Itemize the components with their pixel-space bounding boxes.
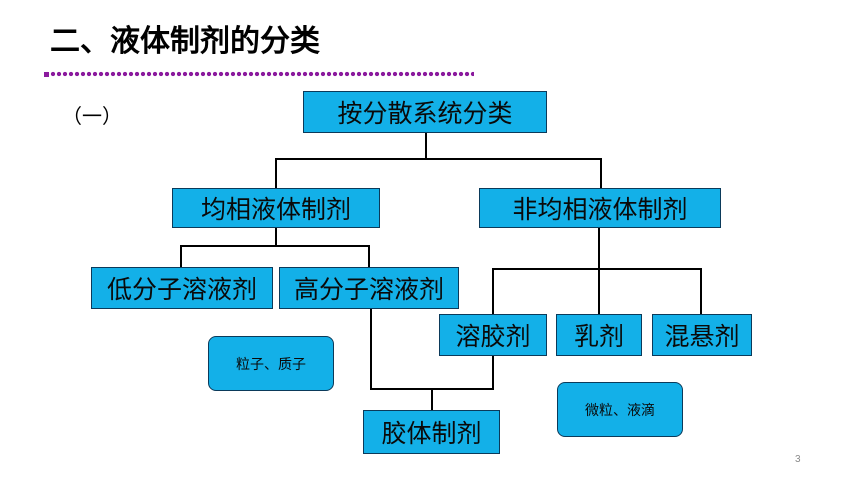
connector-to-homogeneous (275, 158, 277, 188)
connector-sol-down (492, 354, 494, 390)
node-emulsion: 乳剂 (556, 314, 642, 356)
connector-level2-right-horizontal (492, 268, 702, 270)
section-label: （一） (62, 104, 122, 128)
node-suspension: 混悬剂 (652, 314, 752, 356)
note-particles: 粒子、质子 (208, 336, 334, 391)
node-homogeneous: 均相液体制剂 (172, 188, 380, 228)
node-colloid: 胶体制剂 (363, 410, 500, 454)
connector-high-molecular-down (370, 306, 372, 390)
connector-to-high-molecular (368, 245, 370, 267)
page-title: 二、液体制剂的分类 (50, 24, 320, 59)
connector-to-heterogeneous (600, 158, 602, 188)
node-heterogeneous: 非均相液体制剂 (479, 188, 721, 228)
connector-level1-horizontal (275, 158, 602, 160)
connector-to-colloid (431, 388, 433, 410)
connector-to-low-molecular (180, 245, 182, 267)
connector-level2-left-horizontal (180, 245, 370, 247)
note-microparticles: 微粒、液滴 (557, 382, 683, 437)
connector-root-down (425, 132, 427, 159)
node-sol: 溶胶剂 (439, 314, 547, 356)
connector-homogeneous-down (275, 228, 277, 246)
connector-to-sol (492, 268, 494, 314)
connector-to-emulsion (598, 268, 600, 314)
node-low-molecular-solution: 低分子溶液剂 (91, 267, 273, 309)
node-root: 按分散系统分类 (303, 91, 547, 133)
connector-heterogeneous-down (598, 226, 600, 269)
page-number: 3 (795, 454, 801, 465)
node-high-molecular-solution: 高分子溶液剂 (279, 267, 459, 309)
title-dotted-divider (44, 71, 474, 79)
connector-to-suspension (700, 268, 702, 314)
